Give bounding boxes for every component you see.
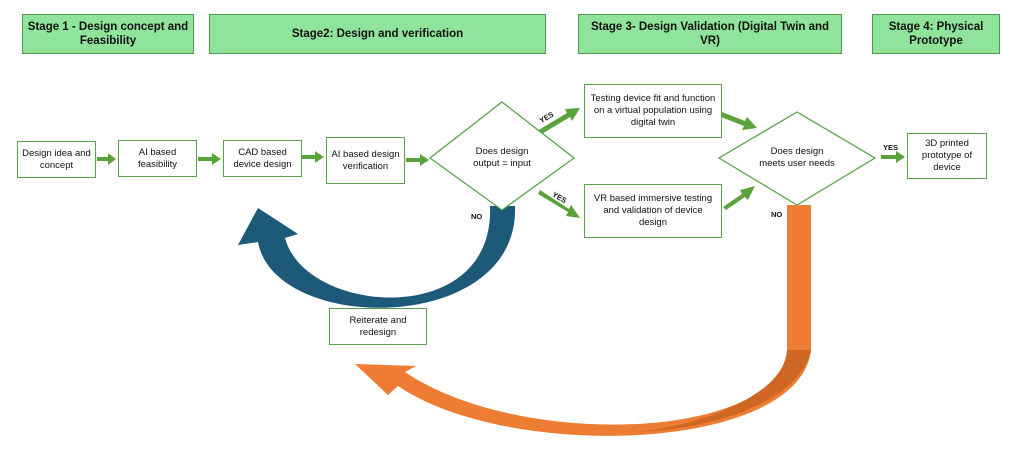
stage-1-header: Stage 1 - Design concept and Feasibility bbox=[22, 14, 194, 54]
step-reiterate-redesign: Reiterate and redesign bbox=[329, 308, 427, 345]
decision-diamond-2 bbox=[717, 111, 877, 206]
arrow-cad-to-verification bbox=[302, 151, 324, 163]
stage-4-header: Stage 4: Physical Prototype bbox=[872, 14, 1000, 54]
stage-3-header: Stage 3- Design Validation (Digital Twin… bbox=[578, 14, 842, 54]
arrow-idea-to-feasibility bbox=[97, 153, 116, 165]
arrow-verification-to-decision bbox=[406, 154, 429, 166]
step-vr-testing: VR based immersive testing and validatio… bbox=[584, 184, 722, 238]
label-no-decision-2: NO bbox=[771, 210, 783, 219]
orange-loop-arrow bbox=[355, 205, 811, 436]
step-cad-design: CAD based device design bbox=[223, 140, 302, 177]
arrow-decision2-to-prototype bbox=[881, 151, 905, 163]
arrow-vr-to-decision2 bbox=[723, 186, 755, 210]
step-ai-verification: AI based design verification bbox=[326, 137, 405, 184]
step-3d-prototype: 3D printed prototype of device bbox=[907, 133, 987, 179]
arrow-decision1-to-vr bbox=[538, 190, 580, 218]
arrow-twin-to-decision2 bbox=[721, 112, 757, 130]
arrow-feasibility-to-cad bbox=[198, 153, 221, 165]
decision-2-text: Does design meets user needs bbox=[759, 146, 835, 169]
arrow-decision1-to-twin bbox=[537, 108, 580, 135]
label-no-decision-1: NO bbox=[471, 212, 483, 221]
blue-loop-arrow bbox=[238, 206, 516, 308]
label-yes-to-prototype: YES bbox=[883, 143, 899, 152]
step-design-idea: Design idea and concept bbox=[17, 141, 96, 178]
decision-diamond-1 bbox=[428, 101, 576, 211]
step-ai-feasibility: AI based feasibility bbox=[118, 140, 197, 177]
step-digital-twin-testing: Testing device fit and function on a vir… bbox=[584, 84, 722, 138]
green-flow-arrows bbox=[97, 108, 905, 218]
stage-2-header: Stage2: Design and verification bbox=[209, 14, 546, 54]
decision-1-text: Does design output = input bbox=[473, 146, 531, 169]
